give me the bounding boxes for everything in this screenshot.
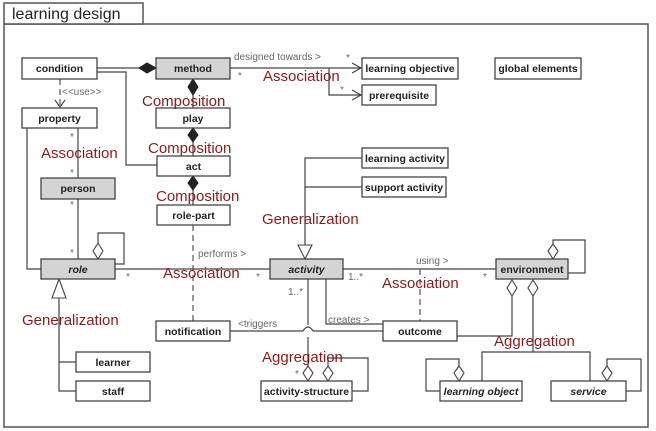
class-global-elements[interactable]: global elements [494,57,582,80]
class-label: service [570,386,606,398]
class-role-part[interactable]: role-part [156,204,231,226]
frame-tab [3,2,144,25]
class-activity-structure[interactable]: activity-structure [260,380,353,402]
multiplicity: * [238,71,242,82]
class-activity[interactable]: activity [269,258,344,280]
class-label: activity-structure [264,386,349,398]
class-prerequisite[interactable]: prerequisite [361,84,437,106]
class-label: person [60,183,95,195]
class-label: learning object [444,386,519,398]
class-person[interactable]: person [40,177,116,200]
filled-diamond-icon [187,78,199,96]
label-creates: creates > [328,315,370,326]
annotation-generalization: Generalization [262,211,359,228]
class-property[interactable]: property [21,107,98,129]
class-label: role-part [172,210,215,222]
label-use: <<use>> [62,87,102,98]
annotation-association: Association [382,275,459,292]
annotation-composition: Composition [142,93,225,110]
class-play[interactable]: play [155,107,231,129]
class-learning-activity[interactable]: learning activity [361,147,449,169]
class-condition[interactable]: condition [21,57,98,80]
class-label: method [174,63,212,75]
class-environment[interactable]: environment [495,258,569,280]
filled-diamond-icon [187,127,199,143]
class-label: notification [165,326,222,338]
label-triggers: <triggers [238,319,277,330]
class-label: role [68,264,87,276]
class-label: support activity [365,182,443,194]
open-diamond-icon [506,278,518,298]
class-label: prerequisite [369,90,429,102]
multiplicity: * [126,272,130,283]
annotation-composition: Composition [156,188,239,205]
multiplicity: * [340,85,344,96]
class-label: global elements [498,63,578,75]
label-designed-towards: designed towards > [234,52,321,63]
annotation-association: Association [163,265,240,282]
filled-diamond-icon [187,175,199,191]
class-label: property [38,113,81,125]
class-outcome[interactable]: outcome [382,320,458,342]
class-label: environment [500,264,564,276]
multiplicity: 1..* [348,272,363,283]
class-service[interactable]: service [550,380,627,402]
class-staff[interactable]: staff [75,380,151,402]
class-act[interactable]: act [156,155,231,177]
annotation-generalization: Generalization [22,312,119,329]
class-label: outcome [398,326,442,338]
class-label: staff [102,386,125,398]
multiplicity: * [256,272,260,283]
annotation-composition: Composition [148,140,231,157]
class-learner[interactable]: learner [75,351,151,373]
frame-title: learning design [12,6,121,23]
class-method[interactable]: method [155,57,231,80]
class-notification[interactable]: notification [155,320,231,342]
class-label: learning objective [365,63,454,75]
multiplicity: * [346,53,350,64]
multiplicity: * [70,132,74,143]
class-label: activity [288,264,325,276]
multiplicity: * [295,369,299,380]
class-label: condition [36,63,83,75]
class-support-activity[interactable]: support activity [361,176,447,198]
annotation-association: Association [41,145,118,162]
annotation-aggregation: Aggregation [262,349,343,366]
multiplicity: * [70,200,74,211]
class-learning-object[interactable]: learning object [439,380,523,402]
label-performs: performs > [198,249,246,260]
label-using: using > [416,256,449,267]
generalization-arrow-icon [297,244,313,261]
open-diamond-icon [527,278,539,298]
multiplicity: * [70,248,74,259]
multiplicity: * [70,168,74,179]
annotation-association: Association [263,68,340,85]
class-label: learner [95,357,130,369]
class-label: play [182,113,203,125]
multiplicity: 1..* [288,287,303,298]
multiplicity: * [483,272,487,283]
edge-labels: designed towards > <<use>> performs > us… [62,52,487,380]
class-label: learning activity [365,153,445,165]
class-role[interactable]: role [40,258,116,280]
annotation-aggregation: Aggregation [494,333,575,350]
class-label: act [186,161,202,173]
class-learning-objective[interactable]: learning objective [361,57,459,80]
relationship-annotations: Association Composition Association Comp… [22,68,575,366]
connectors [26,62,642,392]
